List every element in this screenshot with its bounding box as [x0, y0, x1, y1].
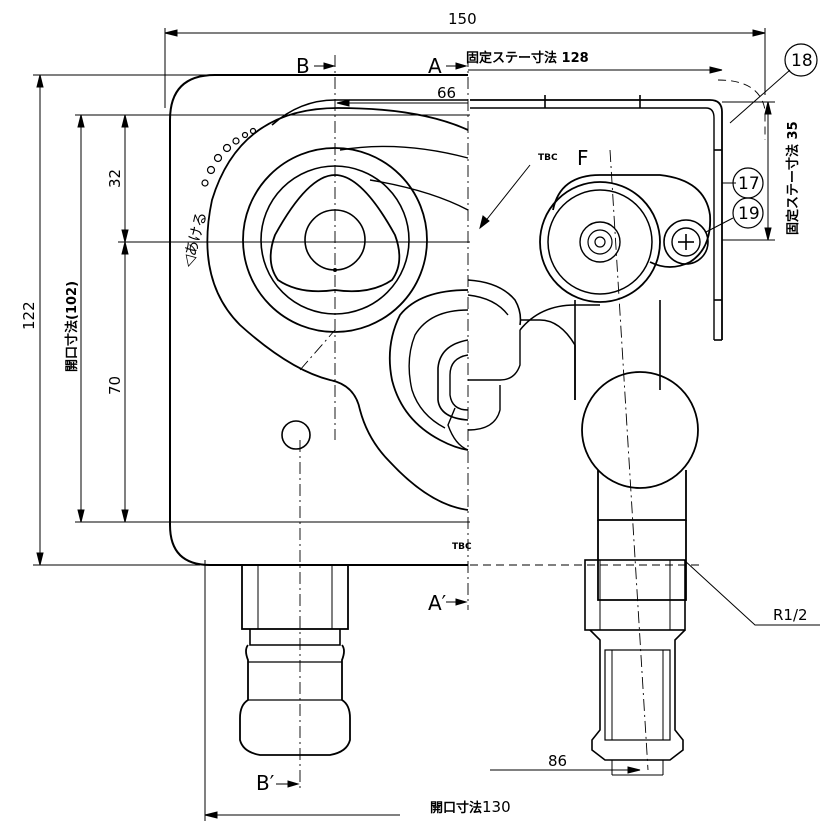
dim-stay-width: 固定ステー寸法 128	[466, 50, 589, 66]
section-mark-b-prime: B′	[256, 771, 275, 795]
center-lines	[200, 55, 649, 790]
section-mark-b: B	[296, 54, 310, 78]
valve-body	[169, 74, 469, 566]
dim-stay-height: 固定ステー寸法 35	[785, 121, 801, 235]
dim-opening-width-value: 130	[482, 798, 511, 816]
part-number-19: 19	[738, 204, 760, 224]
part-number-17: 17	[738, 174, 760, 194]
hidden-lines	[470, 79, 766, 566]
dim-opening-height: 開口寸法(102)	[64, 281, 80, 372]
section-mark-f: F	[577, 146, 589, 170]
dimension-lines	[33, 28, 820, 821]
open-direction-label: ◁あける	[178, 210, 210, 269]
dim-outlet-offset: 86	[548, 752, 567, 770]
part-circles	[732, 43, 818, 229]
dim-overall-width: 150	[448, 10, 477, 28]
section-arrows	[276, 62, 468, 788]
dim-opening-width-label: 開口寸法	[430, 800, 482, 816]
dim-half-width: 66	[437, 84, 456, 102]
left-outlet	[239, 564, 351, 756]
part-number-18: 18	[791, 51, 813, 71]
section-mark-a: A	[428, 54, 442, 78]
open-direction-dots	[201, 127, 257, 187]
section-view-right	[467, 95, 723, 776]
dim-height-lower: 70	[106, 376, 124, 395]
section-mark-a-prime: A′	[428, 591, 447, 615]
brand-mark-top: TBC	[538, 153, 558, 163]
dim-overall-height: 122	[20, 301, 38, 330]
brand-mark-bottom: TBC	[452, 542, 472, 552]
dim-thread: R1/2	[773, 606, 808, 624]
dim-height-upper: 32	[106, 169, 124, 188]
